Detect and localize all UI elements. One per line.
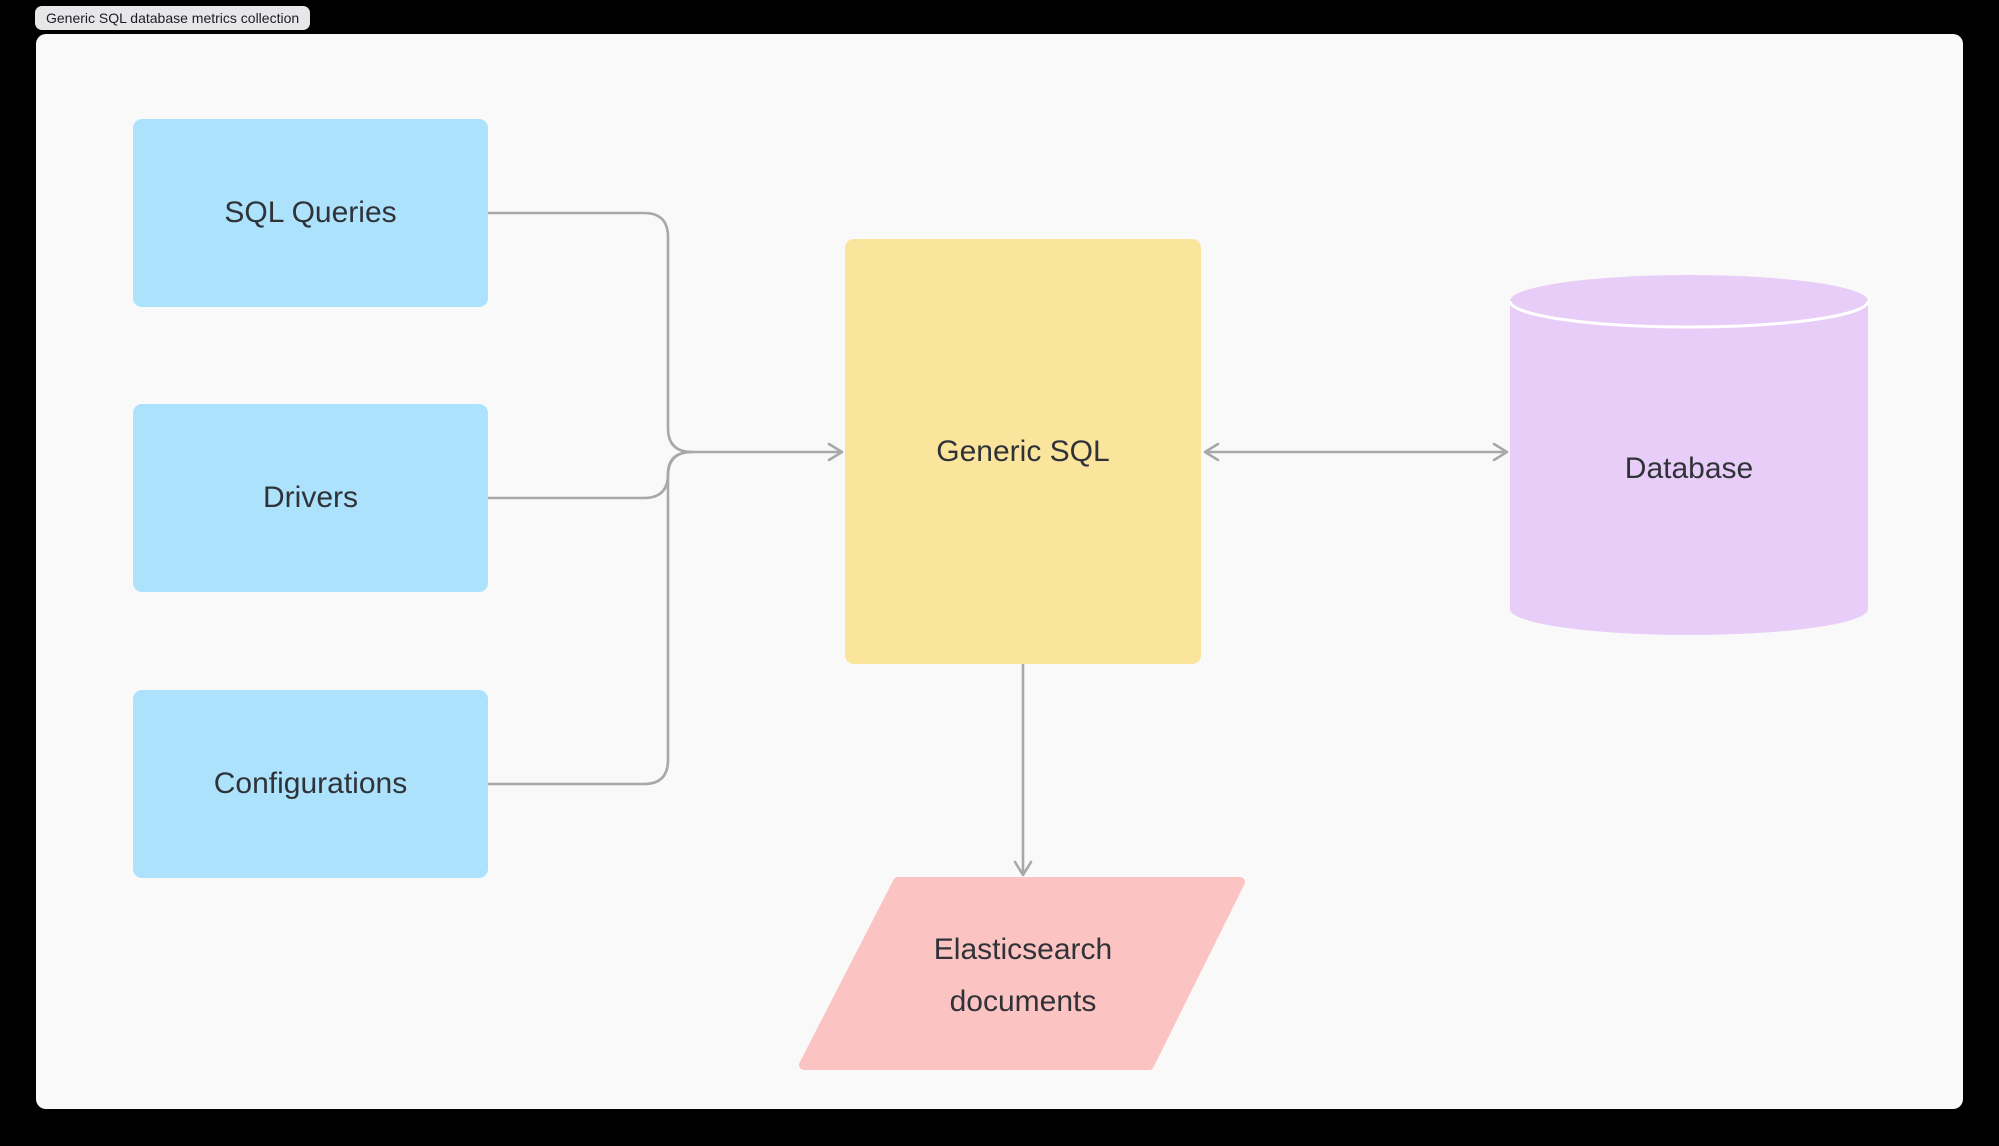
arrowhead-toward-database — [1492, 442, 1509, 462]
node-database-label: Database — [1624, 452, 1754, 485]
node-generic-sql[interactable]: Generic SQL — [845, 239, 1201, 664]
edge-generic-sql-database-two-way[interactable] — [1203, 442, 1509, 462]
edge-configurations-to-generic-sql[interactable] — [486, 450, 694, 786]
document-tab[interactable]: Generic SQL database metrics collection — [35, 6, 311, 30]
edge-generic-sql-to-elasticsearch[interactable] — [1013, 662, 1033, 877]
node-drivers[interactable]: Drivers — [133, 404, 488, 592]
node-sql-queries[interactable]: SQL Queries — [133, 119, 488, 307]
node-configurations[interactable]: Configurations — [133, 690, 488, 878]
node-elasticsearch-label: Elasticsearch documents — [933, 933, 1113, 1018]
edge-drivers-to-generic-sql[interactable] — [486, 450, 694, 500]
node-elasticsearch-parallelogram[interactable] — [799, 877, 1245, 1070]
node-database-cylinder[interactable] — [1508, 275, 1870, 635]
connector-layer — [486, 211, 1870, 1070]
edge-sql-queries-to-generic-sql[interactable] — [486, 211, 844, 462]
node-configurations-label: Configurations — [213, 767, 408, 800]
arrowhead-toward-generic-sql — [1203, 442, 1220, 462]
node-generic-sql-label: Generic SQL — [936, 434, 1110, 468]
node-drivers-label: Drivers — [263, 481, 358, 514]
diagram-canvas: SQL Queries Drivers Configurations Gener… — [36, 34, 1963, 1109]
arrowhead-into-generic-sql — [827, 442, 844, 462]
document-tab-label: Generic SQL database metrics collection — [46, 10, 300, 26]
arrowhead-into-elasticsearch — [1013, 860, 1033, 877]
cylinder-top-rim — [1508, 300, 1870, 329]
node-sql-queries-label: SQL Queries — [224, 196, 397, 229]
